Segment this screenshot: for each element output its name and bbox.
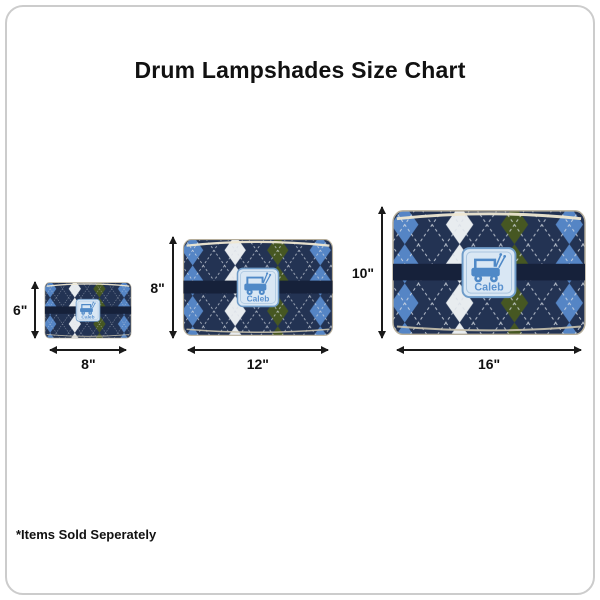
lampshade-drum-medium [182,238,334,337]
height-dimension-label: 8" [150,279,165,296]
lampshade-figure-small: 6" 8" [12,280,133,373]
lampshade-drum-small [44,281,133,339]
width-dimension-label: 16" [477,356,501,373]
width-dimension-arrow [396,346,583,355]
width-dimension-label: 8" [81,356,96,373]
lampshade-drum-large [391,209,587,336]
width-dimension-arrow [49,346,128,355]
lampshade-figure-large: 10" 16" [352,205,587,372]
height-dimension-arrow [31,280,40,339]
page-title: Drum Lampshades Size Chart [134,57,466,83]
lampshade-figures-row: 6" 8" 8" 12" 10" 16" [12,205,588,372]
lampshade-figure-medium: 8" 12" [150,235,334,373]
width-dimension-label: 12" [246,356,269,373]
height-dimension-label: 6" [12,301,28,318]
height-dimension-arrow [378,205,387,340]
width-dimension-arrow [186,346,329,355]
items-sold-separately-note: *Items Sold Seperately [16,527,157,542]
height-dimension-arrow [168,236,177,340]
height-dimension-label: 10" [351,264,375,281]
